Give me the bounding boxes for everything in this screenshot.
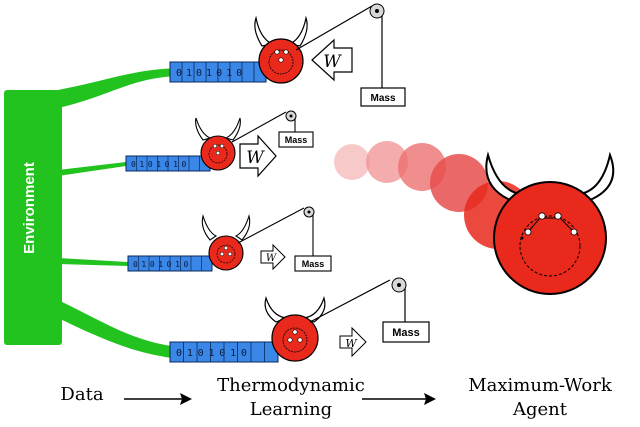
mass-label: Mass <box>392 327 420 339</box>
work-arrow: W <box>339 326 367 358</box>
engine-row-3: 0101010 W Mass <box>127 206 332 272</box>
maximum-work-demon <box>485 151 615 295</box>
bit-tape: 0101010 <box>127 255 213 272</box>
bit-tape: 0101010 <box>125 155 211 172</box>
bit-tape: 0101010 <box>169 341 279 363</box>
engine-row-2: 0101010 W Mass <box>125 110 314 178</box>
flow-agent-line1: Maximum-Work <box>468 375 613 396</box>
mass-box <box>360 87 406 107</box>
mass-box <box>294 255 332 272</box>
work-arrow: W <box>260 243 286 271</box>
demon <box>254 15 308 84</box>
environment-block: Environment <box>4 68 178 358</box>
demon <box>195 117 241 171</box>
work-symbol: W <box>266 253 277 264</box>
flow-learning-line2: Learning <box>250 399 332 420</box>
work-symbol: W <box>246 148 265 168</box>
environment-label: Environment <box>21 162 38 254</box>
work-symbol: W <box>345 337 358 350</box>
engine-row-1: 0101010 W Mass <box>169 3 406 107</box>
demon <box>264 295 326 362</box>
mass-label: Mass <box>285 135 308 145</box>
tape-bits: 0101010 <box>133 260 192 269</box>
pulley-and-mass: Mass <box>309 277 430 343</box>
flow-agent-line2: Agent <box>512 399 568 420</box>
mass-box <box>278 131 314 148</box>
bit-tape: 0101010 <box>169 61 267 83</box>
work-arrow: W <box>311 38 353 82</box>
demon <box>201 213 251 271</box>
environment-branch-1 <box>58 68 178 108</box>
tape-bits: 0101010 <box>176 68 246 79</box>
engine-row-4: 0101010 W Mass <box>169 277 430 363</box>
tape-bits: 0101010 <box>176 348 252 359</box>
ghost-demon-1 <box>334 144 370 180</box>
tape-bits: 0101010 <box>131 160 190 169</box>
flow-learning-line1: Thermodynamic <box>217 375 365 396</box>
mass-box <box>382 321 430 343</box>
work-arrow: W <box>239 134 277 178</box>
work-symbol: W <box>323 52 342 72</box>
learning-flow: Data Thermodynamic Learning Maximum-Work… <box>60 375 612 420</box>
pulley-and-mass: Mass <box>295 3 406 107</box>
environment-branch-4 <box>58 300 172 358</box>
environment-bar <box>4 90 62 345</box>
ghost-demon-2 <box>366 141 408 183</box>
mass-label: Mass <box>302 259 325 269</box>
pulley-and-mass: Mass <box>237 206 332 272</box>
flow-data-label: Data <box>60 384 103 405</box>
environment-branch-3 <box>58 258 128 266</box>
environment-branch-2 <box>58 162 126 176</box>
mass-label: Mass <box>370 93 395 104</box>
pulley-and-mass: Mass <box>231 110 314 148</box>
